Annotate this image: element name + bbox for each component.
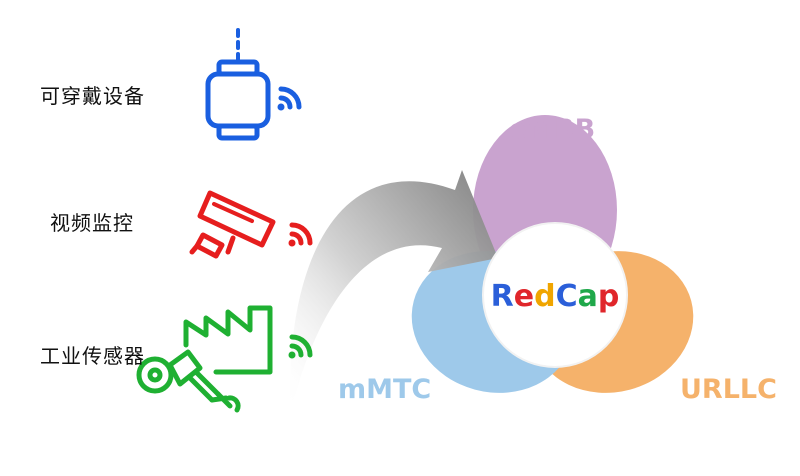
- redcap-letter-e: e: [514, 279, 534, 314]
- wifi-signal-icon: [288, 334, 313, 359]
- redcap-letter-d: d: [534, 279, 555, 314]
- redcap-circle: [482, 222, 628, 368]
- redcap-letter-p: p: [598, 279, 619, 314]
- wifi-signal-icon: [277, 86, 302, 111]
- video-surveillance-label: 视频监控: [50, 211, 134, 235]
- redcap-letter-a: a: [578, 279, 598, 314]
- mmtc-label: mMTC: [338, 374, 431, 405]
- wearable-device-label: 可穿戴设备: [40, 84, 145, 108]
- redcap-letter-R: R: [491, 279, 514, 314]
- redcap-letter-C: C: [556, 279, 578, 314]
- cctv-camera-icon: [189, 190, 276, 259]
- smartwatch-icon: [205, 28, 271, 141]
- convergence-arrow: [289, 170, 498, 415]
- wifi-signal-icon: [288, 222, 313, 247]
- redcap-label: RedCap: [491, 279, 620, 314]
- urllc-label: URLLC: [680, 374, 777, 405]
- factory-robot-icon: [136, 305, 273, 413]
- embb-label: eMBB: [509, 114, 595, 145]
- industrial-sensor-label: 工业传感器: [40, 344, 145, 368]
